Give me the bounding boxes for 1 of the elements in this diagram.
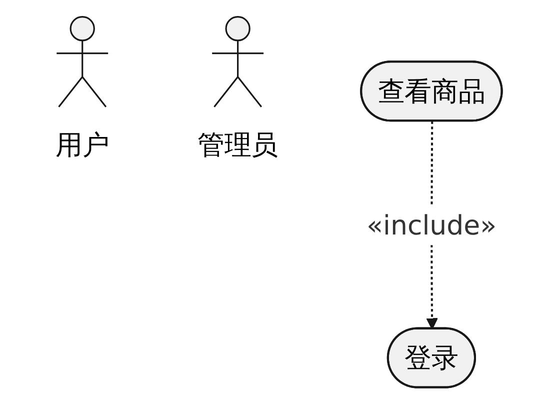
edge-label: «include»	[366, 209, 497, 242]
